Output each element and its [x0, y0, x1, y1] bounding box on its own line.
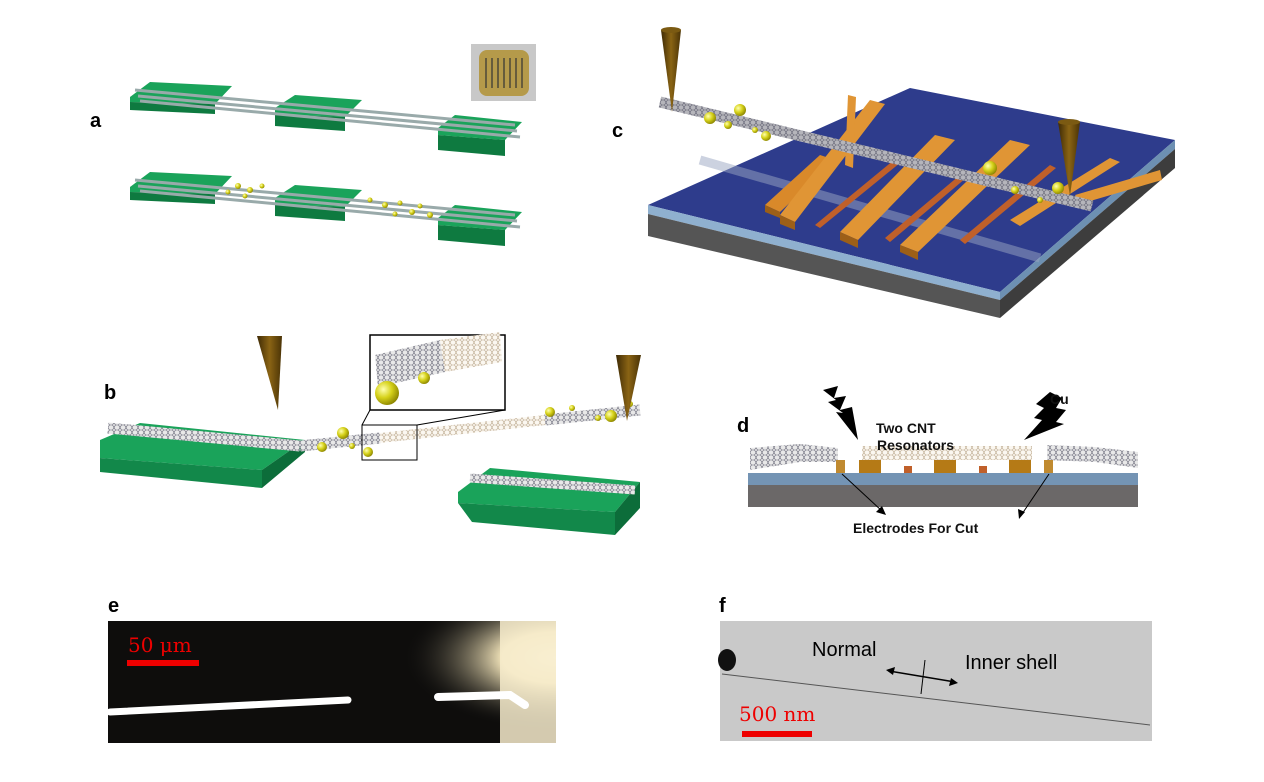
device-row-particles [130, 172, 522, 246]
nanotube-glow-right [434, 690, 529, 709]
nanotube-tem [721, 673, 1151, 726]
panel-f: f Normal Inner shell 500 nm [718, 595, 1152, 741]
label-inner-shell: Inner shell [965, 652, 1057, 674]
lightning-icon-left [823, 386, 858, 440]
panel-d: d Two CNT Resonators Cu Electrodes For C… [737, 386, 1138, 536]
probe-tip-right [1058, 122, 1080, 196]
probe-tip-left [661, 30, 681, 112]
scale-bar-f [742, 731, 812, 737]
chip-photo [471, 44, 536, 101]
scale-bar-label-e: 50 μm [128, 633, 192, 657]
particles [704, 104, 1064, 203]
zoom-region-box [361, 424, 418, 461]
panel-label-a: a [90, 110, 102, 132]
inset-zoom [369, 332, 506, 411]
panel-e: e 50 μm [106, 595, 556, 743]
lightning-icon-right [1024, 392, 1066, 440]
nanotube-upper [658, 96, 1094, 212]
probe-tip-left-b [257, 336, 282, 410]
silicon-layer [748, 485, 1138, 507]
panel-label-b: b [104, 382, 116, 404]
panel-label-f: f [719, 595, 726, 617]
device-row-bare [130, 82, 522, 156]
label-resonators: Resonators [877, 437, 954, 453]
panel-b: b [100, 332, 641, 535]
electrodes-d [836, 460, 1053, 473]
panel-c: c [612, 27, 1175, 318]
double-arrow [888, 670, 956, 683]
label-two-cnt: Two CNT [876, 420, 936, 436]
scale-bar-label-f: 500 nm [739, 702, 815, 726]
oxide-layer [748, 473, 1138, 485]
nanotube-glow-left [106, 696, 352, 716]
panel-label-d: d [737, 415, 749, 437]
label-electrodes-for-cut: Electrodes For Cut [853, 520, 979, 536]
scale-bar-e [127, 660, 199, 666]
panel-a: a [90, 44, 536, 246]
tem-image [720, 621, 1152, 741]
label-cu: Cu [1050, 391, 1069, 407]
probe-tip-right-b [616, 355, 641, 421]
particles-b [317, 401, 633, 457]
label-normal: Normal [812, 639, 876, 661]
panel-label-c: c [612, 120, 623, 142]
panel-label-e: e [108, 595, 119, 617]
